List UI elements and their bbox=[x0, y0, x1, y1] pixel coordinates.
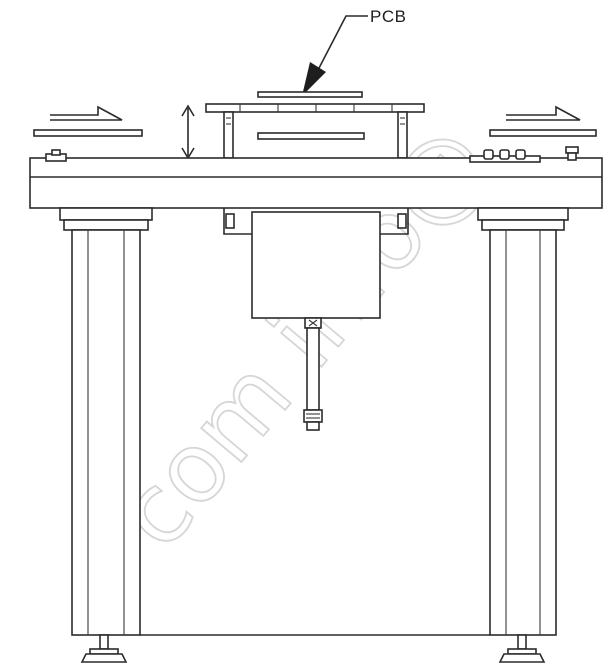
top-frame bbox=[29, 157, 603, 209]
lift-cylinder bbox=[303, 317, 323, 431]
control-button-1 bbox=[483, 149, 494, 160]
control-button-2 bbox=[499, 149, 510, 160]
lift-arrow-icon bbox=[181, 104, 195, 160]
lift-box bbox=[251, 211, 381, 319]
right-leg-bracket bbox=[477, 207, 569, 231]
pcb-callout: PCB bbox=[302, 7, 406, 96]
pcb-board bbox=[205, 91, 425, 113]
control-button-3 bbox=[515, 149, 526, 160]
left-leg-bracket bbox=[59, 207, 153, 231]
left-foot bbox=[80, 634, 128, 663]
pcb-arrowhead-icon bbox=[302, 62, 326, 96]
right-conveyor-arrow-icon bbox=[489, 105, 597, 137]
left-leg bbox=[71, 229, 141, 636]
motor-mount-brackets bbox=[223, 208, 409, 235]
right-foot bbox=[498, 634, 546, 663]
inner-board bbox=[257, 132, 365, 140]
left-control-button bbox=[45, 149, 67, 162]
pcb-label: PCB bbox=[370, 7, 406, 26]
pcb-leader-line bbox=[317, 15, 368, 71]
right-control-panel bbox=[469, 146, 579, 163]
right-leg bbox=[489, 229, 557, 636]
left-conveyor-arrow-icon bbox=[33, 105, 143, 137]
